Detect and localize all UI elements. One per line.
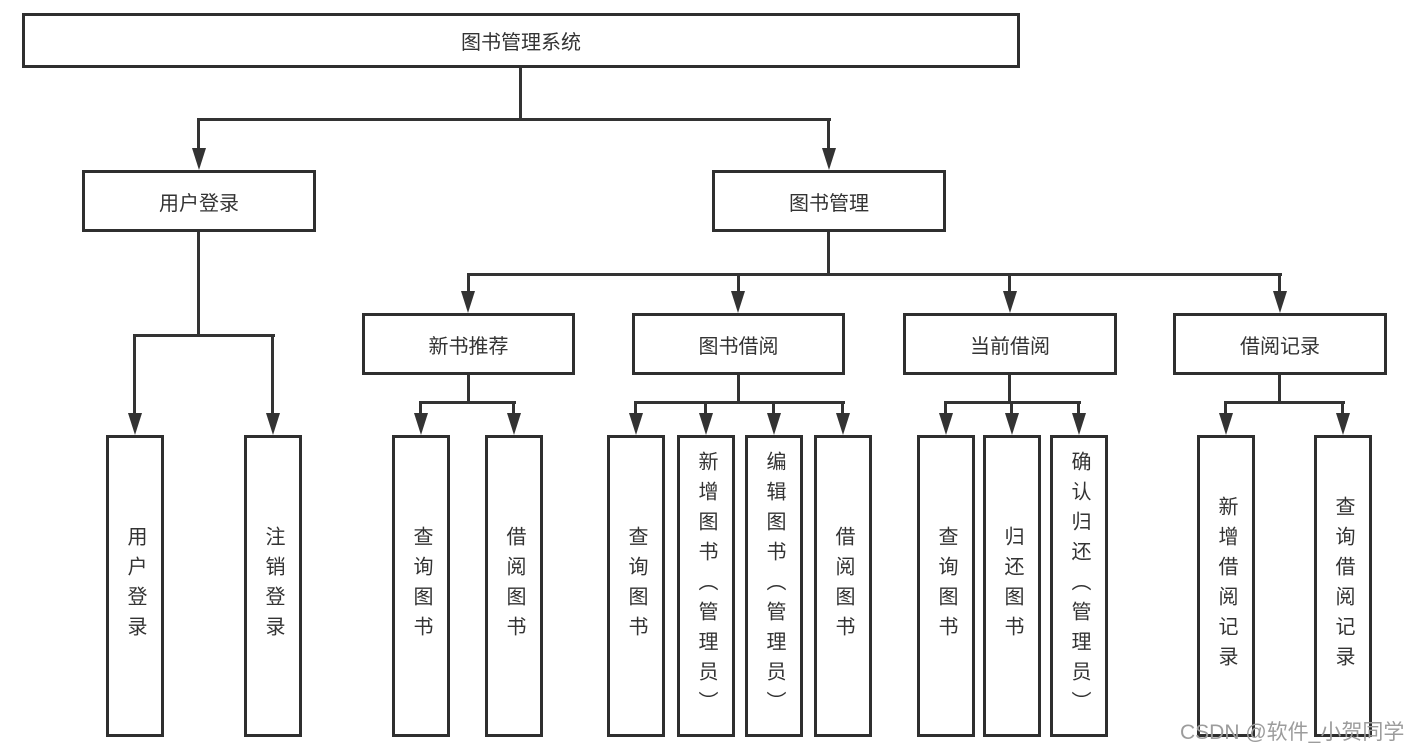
connector-book-mgmt-trunk — [827, 232, 830, 276]
connector-drop — [704, 401, 707, 415]
leaf-add-borrow-record: 新增借阅记录 — [1197, 435, 1255, 737]
arrowhead-down-icon — [461, 291, 475, 313]
node-book-borrowing: 图书借阅 — [632, 313, 845, 375]
leaf-add-books-admin: 新增图书（管理员） — [677, 435, 735, 737]
connector-drop — [772, 401, 775, 415]
arrowhead-down-icon — [192, 148, 206, 170]
leaf-edit-books-admin: 编辑图书（管理员） — [745, 435, 803, 737]
leaf-logout: 注销登录 — [244, 435, 302, 737]
arrowhead-down-icon — [507, 413, 521, 435]
arrowhead-down-icon — [939, 413, 953, 435]
arrowhead-down-icon — [1219, 413, 1233, 435]
connector-new-book-branch — [419, 401, 516, 404]
connector-drop-borrow-records — [1278, 273, 1281, 293]
connector-current-borrow-trunk — [1008, 375, 1011, 403]
connector-drop — [512, 401, 515, 415]
csdn-watermark: CSDN @软件_小贺同学 — [1180, 721, 1405, 744]
arrowhead-down-icon — [1005, 413, 1019, 435]
connector-drop — [841, 401, 844, 415]
node-library-system: 图书管理系统 — [22, 13, 1020, 68]
node-borrowing-records: 借阅记录 — [1173, 313, 1387, 375]
arrowhead-down-icon — [822, 148, 836, 170]
arrowhead-down-icon — [1273, 291, 1287, 313]
connector-drop-leaf-user-login — [133, 334, 136, 415]
connector-drop — [1341, 401, 1344, 415]
connector-drop-book-mgmt — [827, 118, 830, 150]
leaf-user-login: 用户登录 — [106, 435, 164, 737]
leaf-borrow-books-recommend: 借阅图书 — [485, 435, 543, 737]
connector-drop — [1077, 401, 1080, 415]
node-current-borrowing: 当前借阅 — [903, 313, 1117, 375]
leaf-return-books: 归还图书 — [983, 435, 1041, 737]
connector-drop-new-book — [467, 273, 470, 293]
leaf-confirm-return-admin: 确认归还（管理员） — [1050, 435, 1108, 737]
connector-drop — [944, 401, 947, 415]
connector-book-borrow-branch — [634, 401, 845, 404]
connector-drop-current-borrow — [1008, 273, 1011, 293]
arrowhead-down-icon — [731, 291, 745, 313]
connector-borrow-records-branch — [1224, 401, 1345, 404]
leaf-query-books-recommend: 查询图书 — [392, 435, 450, 737]
connector-root-trunk — [519, 68, 522, 120]
connector-root-branch — [197, 118, 831, 121]
connector-book-borrow-trunk — [737, 375, 740, 403]
node-user-login: 用户登录 — [82, 170, 316, 232]
leaf-query-books-borrowing: 查询图书 — [607, 435, 665, 737]
arrowhead-down-icon — [1003, 291, 1017, 313]
connector-user-login-branch — [133, 334, 275, 337]
connector-book-mgmt-branch — [467, 273, 1282, 276]
leaf-borrow-books-borrowing: 借阅图书 — [814, 435, 872, 737]
node-book-management: 图书管理 — [712, 170, 946, 232]
node-new-book-recommend: 新书推荐 — [362, 313, 575, 375]
leaf-query-borrow-record: 查询借阅记录 — [1314, 435, 1372, 737]
arrowhead-down-icon — [128, 413, 142, 435]
connector-drop-leaf-logout — [271, 334, 274, 415]
connector-borrow-records-trunk — [1278, 375, 1281, 403]
connector-user-login-trunk — [197, 232, 200, 336]
connector-drop-user-login — [197, 118, 200, 150]
connector-drop — [1224, 401, 1227, 415]
connector-drop-book-borrow — [737, 273, 740, 293]
arrowhead-down-icon — [1072, 413, 1086, 435]
leaf-query-books-current: 查询图书 — [917, 435, 975, 737]
arrowhead-down-icon — [266, 413, 280, 435]
arrowhead-down-icon — [767, 413, 781, 435]
connector-drop — [634, 401, 637, 415]
arrowhead-down-icon — [414, 413, 428, 435]
arrowhead-down-icon — [836, 413, 850, 435]
arrowhead-down-icon — [699, 413, 713, 435]
connector-drop — [419, 401, 422, 415]
arrowhead-down-icon — [629, 413, 643, 435]
connector-new-book-trunk — [467, 375, 470, 403]
arrowhead-down-icon — [1336, 413, 1350, 435]
connector-drop — [1010, 401, 1013, 415]
